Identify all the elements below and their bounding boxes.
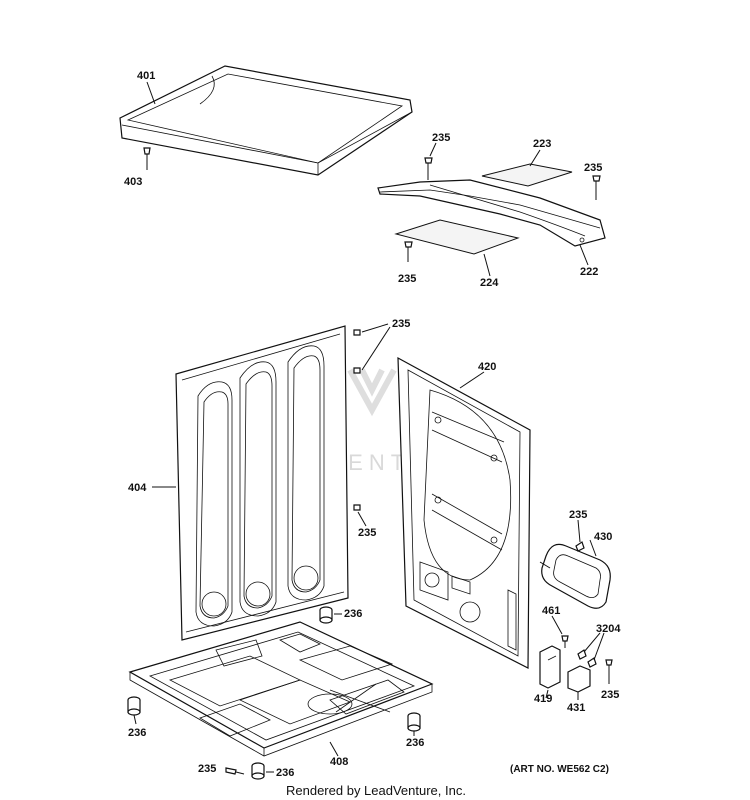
callout-222[interactable]: 222	[580, 266, 598, 278]
callout-461[interactable]: 461	[542, 605, 560, 617]
callout-403[interactable]: 403	[124, 176, 142, 188]
part-404-rear-panel[interactable]	[175, 325, 349, 641]
part-235-screw-bottom[interactable]	[225, 767, 245, 775]
part-235-screw-panel-mid[interactable]	[353, 504, 361, 511]
callout-235-right[interactable]: 235	[584, 162, 602, 174]
callout-419[interactable]: 419	[534, 693, 552, 705]
part-236-foot-top[interactable]	[319, 606, 333, 624]
part-235-screw-bracket[interactable]	[605, 659, 613, 684]
callout-420[interactable]: 420	[478, 361, 496, 373]
part-236-foot-right[interactable]	[407, 712, 421, 732]
callout-235-top[interactable]: 235	[432, 132, 450, 144]
part-224-plate[interactable]	[394, 219, 520, 255]
callout-430[interactable]: 430	[594, 531, 612, 543]
part-420-bulkhead[interactable]	[397, 356, 531, 669]
callout-235-bottom[interactable]: 235	[198, 763, 216, 775]
part-235-screw-cover[interactable]	[575, 541, 585, 552]
callout-431[interactable]: 431	[567, 702, 585, 714]
callout-235-bracket[interactable]: 235	[601, 689, 619, 701]
callout-223[interactable]: 223	[533, 138, 551, 150]
part-235-screw-upper-right[interactable]	[592, 175, 601, 200]
part-235-screw-panel-top[interactable]	[353, 329, 361, 374]
callout-236-top[interactable]: 236	[344, 608, 362, 620]
callout-224[interactable]: 224	[480, 277, 499, 289]
art-number: (ART NO. WE562 C2)	[510, 764, 609, 775]
callout-404[interactable]: 404	[128, 482, 147, 494]
part-430-cover[interactable]	[539, 543, 611, 609]
callout-235-mid[interactable]: 235	[358, 527, 376, 539]
part-235-screw-upper-left[interactable]	[424, 157, 433, 180]
part-236-foot-left[interactable]	[127, 696, 141, 716]
callout-236-bottom[interactable]: 236	[276, 767, 294, 779]
callout-235-panel[interactable]: 235	[392, 318, 410, 330]
part-461-screw[interactable]	[561, 635, 569, 648]
callout-401[interactable]: 401	[137, 70, 155, 82]
callout-236-right[interactable]: 236	[406, 737, 424, 749]
part-222-bracket[interactable]	[377, 179, 606, 247]
part-408-base[interactable]	[128, 621, 434, 757]
callout-235-lower[interactable]: 235	[398, 273, 416, 285]
callout-408[interactable]: 408	[330, 756, 348, 768]
part-401-top-panel[interactable]	[119, 65, 413, 176]
part-223-plate[interactable]	[481, 163, 573, 187]
part-3204-screws[interactable]	[577, 649, 597, 668]
part-235-screw-below-224[interactable]	[404, 241, 413, 262]
part-236-foot-bottom[interactable]	[251, 762, 265, 780]
part-431-bracket[interactable]	[567, 665, 591, 693]
callout-3204[interactable]: 3204	[596, 623, 621, 635]
callout-236-left[interactable]: 236	[128, 727, 146, 739]
part-419-bracket[interactable]	[539, 645, 561, 689]
rendered-by-footer: Rendered by LeadVenture, Inc.	[286, 783, 466, 798]
part-403-screw[interactable]	[143, 147, 151, 170]
callout-235-cover[interactable]: 235	[569, 509, 587, 521]
